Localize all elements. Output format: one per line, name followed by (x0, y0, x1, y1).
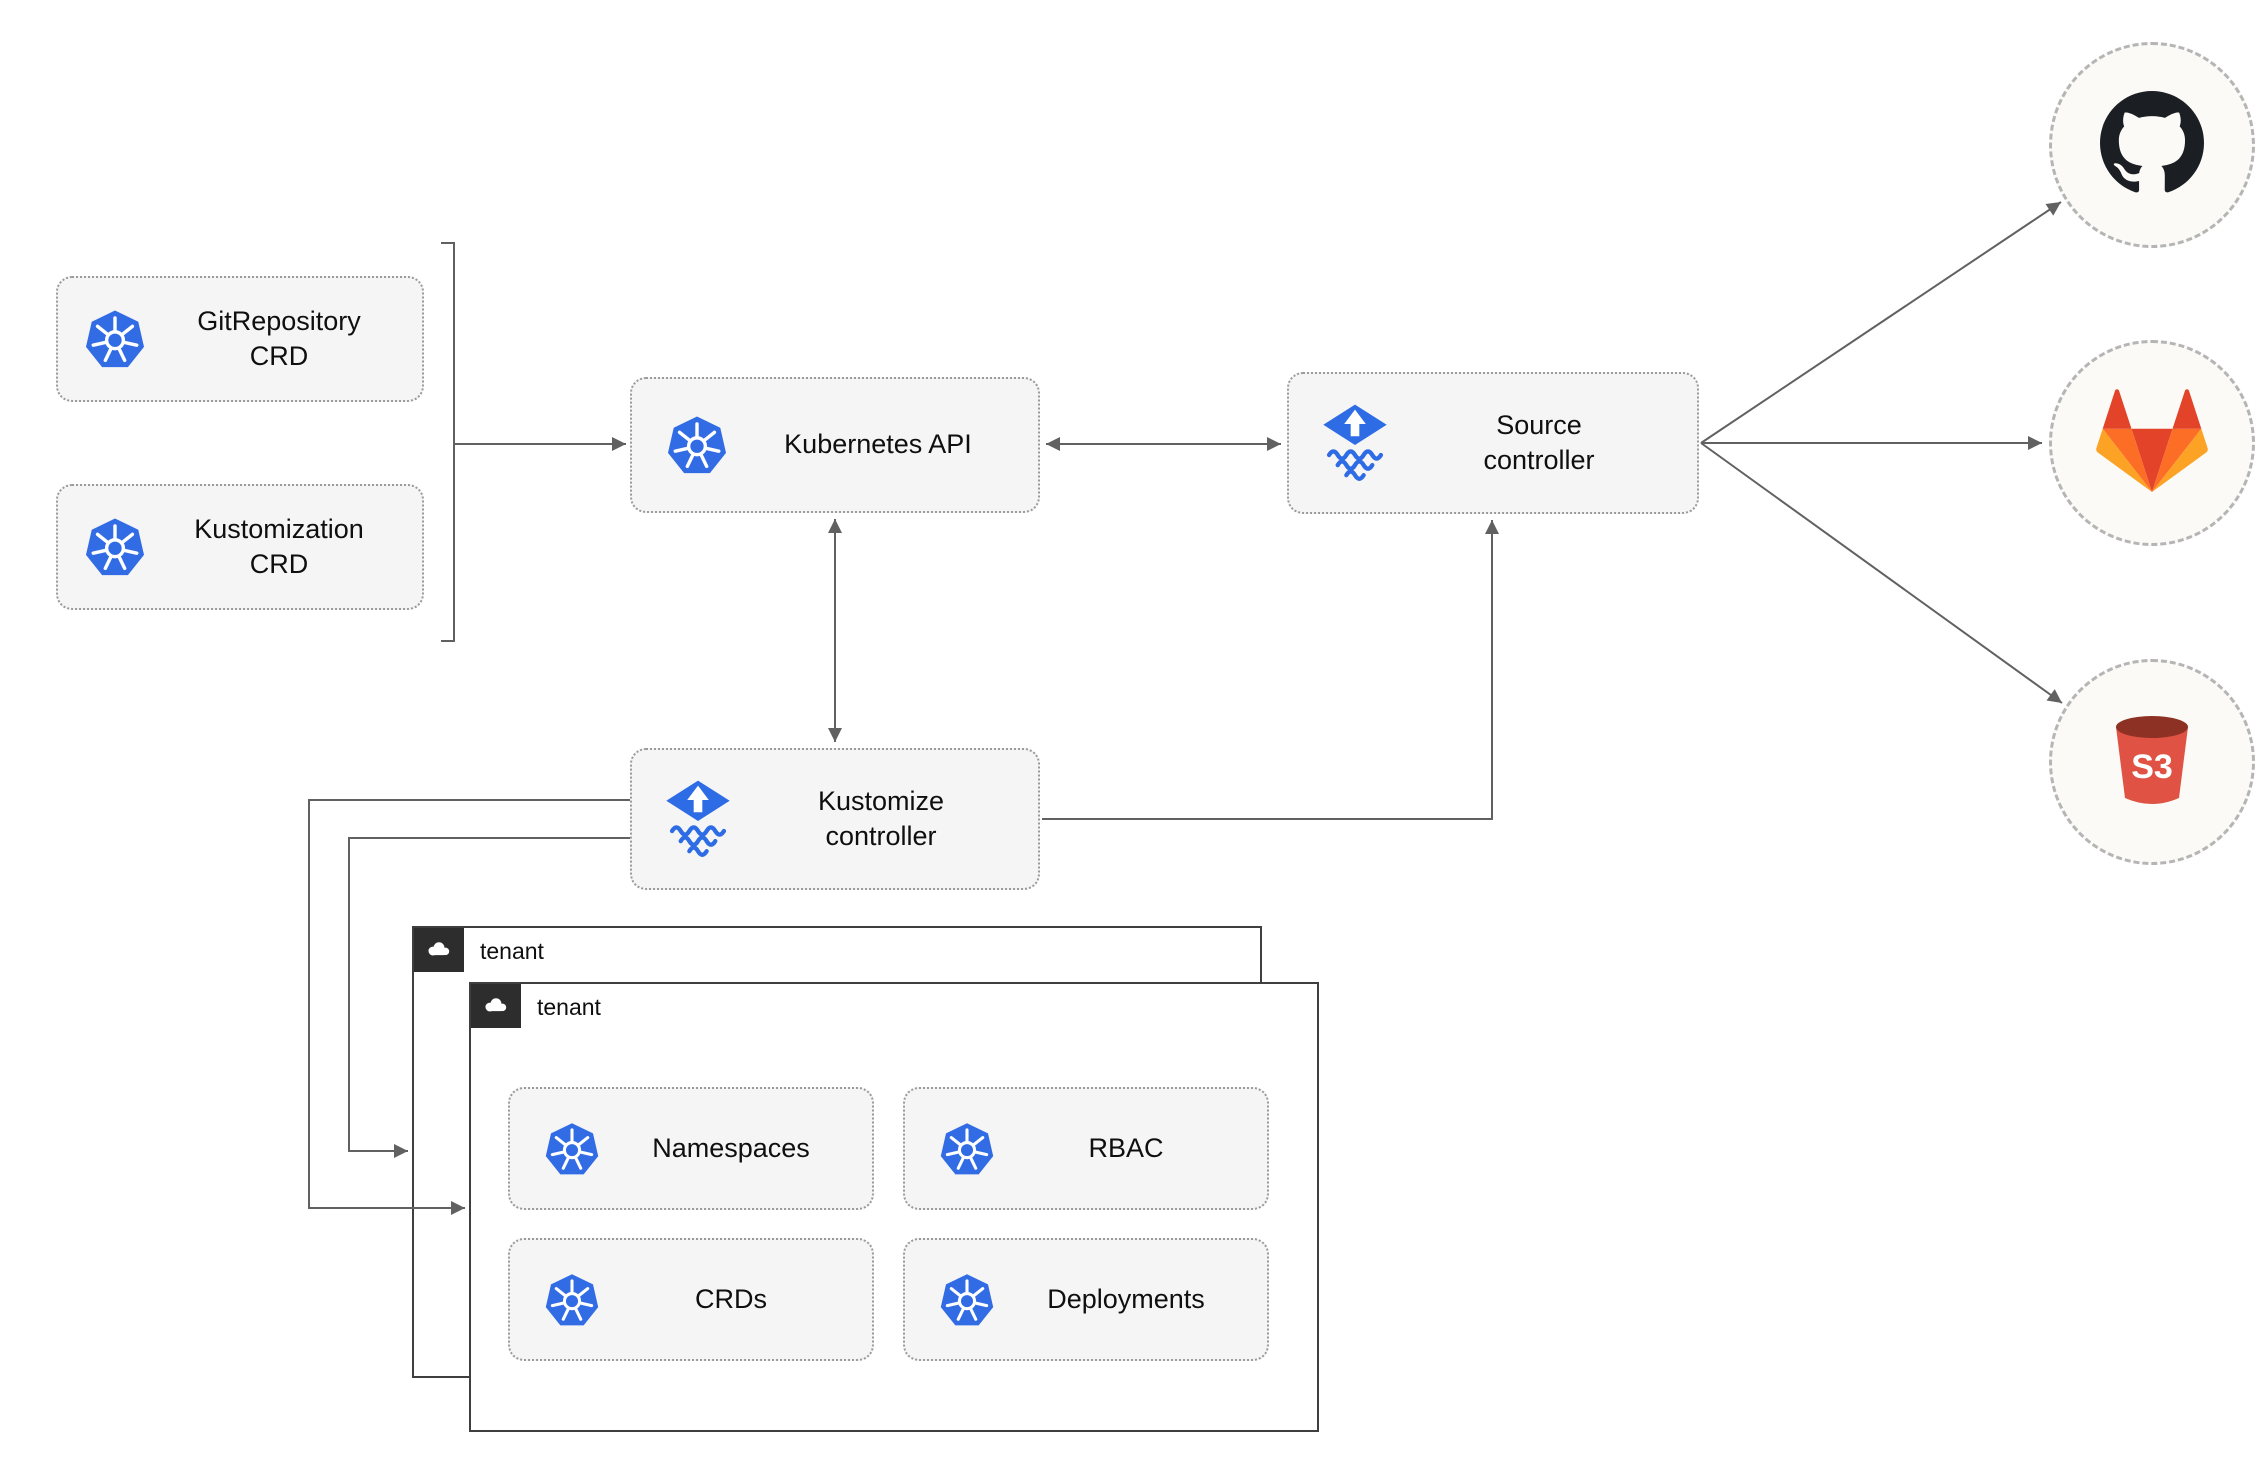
node-label: Kustomize controller (817, 785, 945, 851)
node-label: Namespaces (652, 1132, 810, 1163)
kubernetes-icon (84, 308, 146, 370)
flux-icon (1319, 403, 1391, 484)
cloud-icon (479, 992, 513, 1021)
node-namespaces: Namespaces (508, 1087, 874, 1210)
node-label: RBAC (1088, 1132, 1164, 1163)
node-label: CRDs (695, 1283, 767, 1314)
tenant-tab (414, 928, 464, 972)
kubernetes-icon (544, 1272, 600, 1328)
node-label: Source controller (1483, 409, 1595, 475)
kubernetes-icon (544, 1121, 600, 1177)
node-label: Deployments (1047, 1283, 1205, 1314)
tenant-container-front: tenant Namespaces RBAC CRDs (469, 982, 1319, 1432)
connector-crds-bracket (441, 242, 455, 642)
s3-bucket-icon: S3 (2102, 710, 2202, 815)
node-label: GitRepository CRD (197, 305, 361, 371)
node-gitrepository-crd: GitRepository CRD (56, 276, 424, 402)
node-crds: CRDs (508, 1238, 874, 1361)
external-gitlab (2049, 340, 2255, 546)
flux-icon (662, 779, 734, 860)
node-source-controller: Source controller (1287, 372, 1699, 514)
node-label: Kubernetes API (784, 429, 972, 460)
cloud-icon (422, 936, 456, 965)
kubernetes-icon (939, 1272, 995, 1328)
tenant-label: tenant (537, 994, 601, 1020)
external-github (2049, 42, 2255, 248)
node-rbac: RBAC (903, 1087, 1269, 1210)
external-s3: S3 (2049, 659, 2255, 865)
github-icon (2100, 90, 2204, 200)
node-label: Kustomization CRD (194, 513, 364, 579)
tenant-label: tenant (480, 938, 544, 964)
connector-source-to-s3 (1700, 442, 2063, 704)
gitlab-icon (2096, 389, 2208, 497)
kubernetes-icon (666, 414, 728, 476)
tenant-tab (471, 984, 521, 1028)
node-kustomization-crd: Kustomization CRD (56, 484, 424, 610)
node-deployments: Deployments (903, 1238, 1269, 1361)
connector-kustomize-to-source (1042, 520, 1499, 820)
connector-source-to-github (1700, 201, 2062, 444)
node-kustomize-controller: Kustomize controller (630, 748, 1040, 890)
node-kubernetes-api: Kubernetes API (630, 377, 1040, 513)
kubernetes-icon (84, 516, 146, 578)
kubernetes-icon (939, 1121, 995, 1177)
s3-label: S3 (2131, 748, 2173, 786)
